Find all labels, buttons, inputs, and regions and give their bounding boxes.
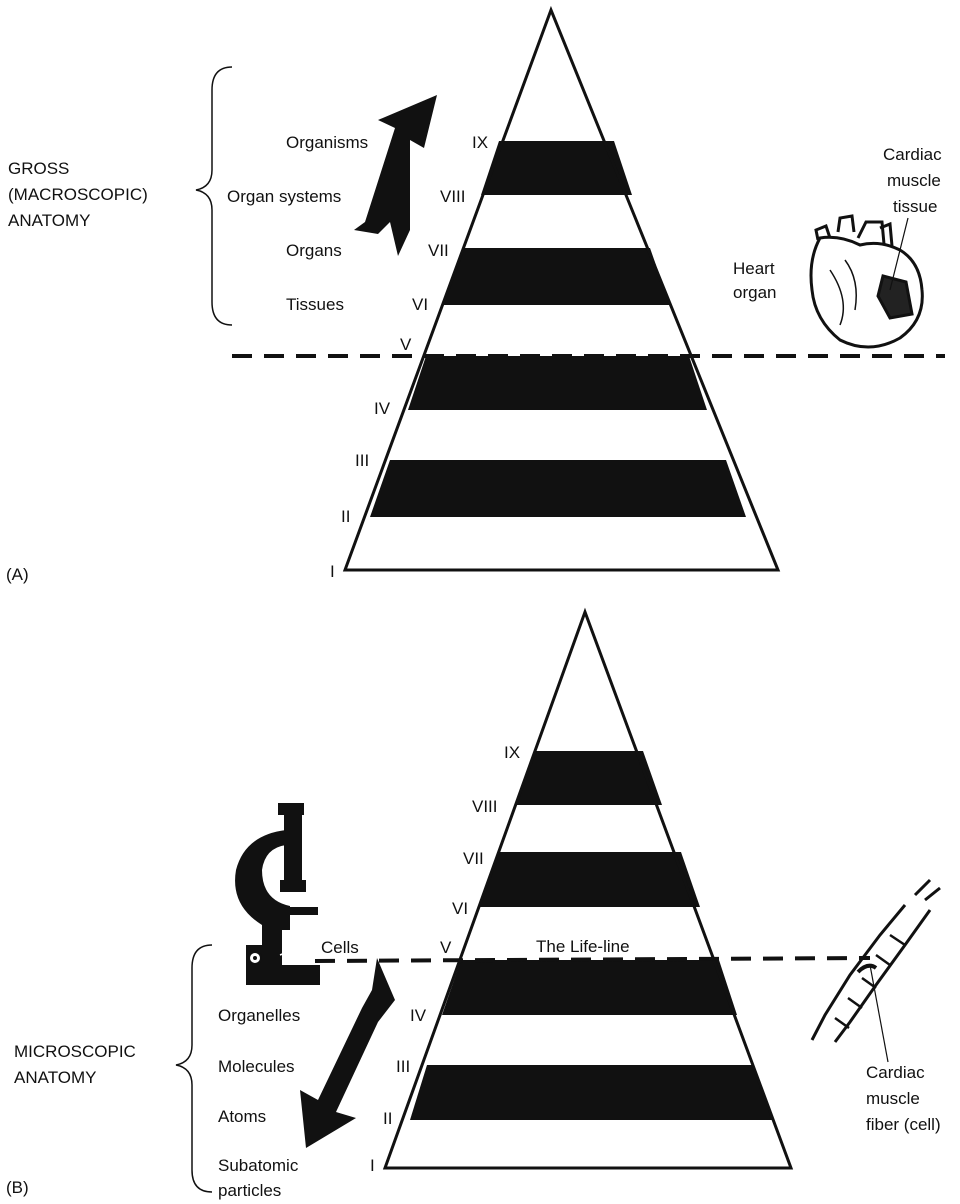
panel-a-label: (A) [6,565,29,584]
cardiac-tissue-label-line-1: Cardiac [883,145,942,164]
numeral-a-v: V [400,335,412,354]
arrow-up-icon [354,95,437,256]
numeral-a-vi: VI [412,295,428,314]
microscopic-anatomy-label-line-2: ANATOMY [14,1068,97,1087]
level-label-atoms: Atoms [218,1107,266,1126]
numeral-a-viii: VIII [440,187,466,206]
numeral-b-ii: II [383,1109,392,1128]
microscope-icon [235,803,320,985]
numeral-b-iii: III [396,1057,410,1076]
life-line-label: The Life-line [536,937,630,956]
level-label-molecules: Molecules [218,1057,295,1076]
pyramid-a-band-v [408,356,707,410]
numeral-b-i: I [370,1156,375,1175]
muscle-fiber-label-line-3: fiber (cell) [866,1115,941,1134]
numeral-a-i: I [330,562,335,581]
pyramid-b-outline [382,607,794,1170]
muscle-fiber-label-line-1: Cardiac [866,1063,925,1082]
level-label-organisms: Organisms [286,133,368,152]
numeral-a-iii: III [355,451,369,470]
cardiac-tissue-label-line-2: muscle [887,171,941,190]
pyramid-b-band-ix [516,751,662,805]
pyramid-b-band-v [442,960,737,1015]
panel-b: (B) MICROSCOPIC ANATOMY Cells The Life-l… [6,607,941,1200]
level-label-organs: Organs [286,241,342,260]
pyramid-a-band-vii [443,248,670,305]
numeral-b-ix: IX [504,743,520,762]
gross-anatomy-label-line-1: GROSS [8,159,69,178]
arrow-down-icon [300,958,395,1148]
life-line-dashed [314,956,871,963]
level-label-particles: particles [218,1181,281,1200]
gross-anatomy-label-line-3: ANATOMY [8,211,91,230]
heart-organ-label-line-2: organ [733,283,776,302]
pyramid-a-band-ix [481,141,632,195]
numeral-b-v: V [440,938,452,957]
numeral-b-vi: VI [452,899,468,918]
muscle-fiber-label-line-2: muscle [866,1089,920,1108]
level-label-organ-systems: Organ systems [227,187,341,206]
numeral-a-ii: II [341,507,350,526]
numeral-a-vii: VII [428,241,449,260]
panel-a: (A) GROSS (MACROSCOPIC) ANATOMY Organism… [6,5,945,584]
pyramid-b-band-vii [480,852,700,907]
microscopic-anatomy-label-line-1: MICROSCOPIC [14,1042,136,1061]
heart-organ-icon [809,214,924,349]
bracket-gross-anatomy [195,66,233,326]
numeral-b-iv: IV [410,1006,427,1025]
numeral-b-viii: VIII [472,797,498,816]
bracket-microscopic-anatomy [175,944,213,1193]
pyramid-a-band-iii [370,460,746,517]
pyramid-a-outline [342,5,781,572]
panel-b-label: (B) [6,1178,29,1197]
gross-anatomy-label-line-2: (MACROSCOPIC) [8,185,148,204]
fiber-pointer-line [869,964,889,1063]
cells-label: Cells [321,938,359,957]
numeral-b-vii: VII [463,849,484,868]
pyramid-b-band-iii [410,1065,772,1120]
level-label-subatomic: Subatomic [218,1156,299,1175]
heart-organ-label-line-1: Heart [733,259,775,278]
tissue-pointer-line [889,217,909,291]
numeral-a-iv: IV [374,399,391,418]
cardiac-tissue-label-line-3: tissue [893,197,937,216]
numeral-a-ix: IX [472,133,488,152]
level-label-organelles: Organelles [218,1006,300,1025]
level-label-tissues: Tissues [286,295,344,314]
muscle-fiber-icon [810,878,941,1043]
